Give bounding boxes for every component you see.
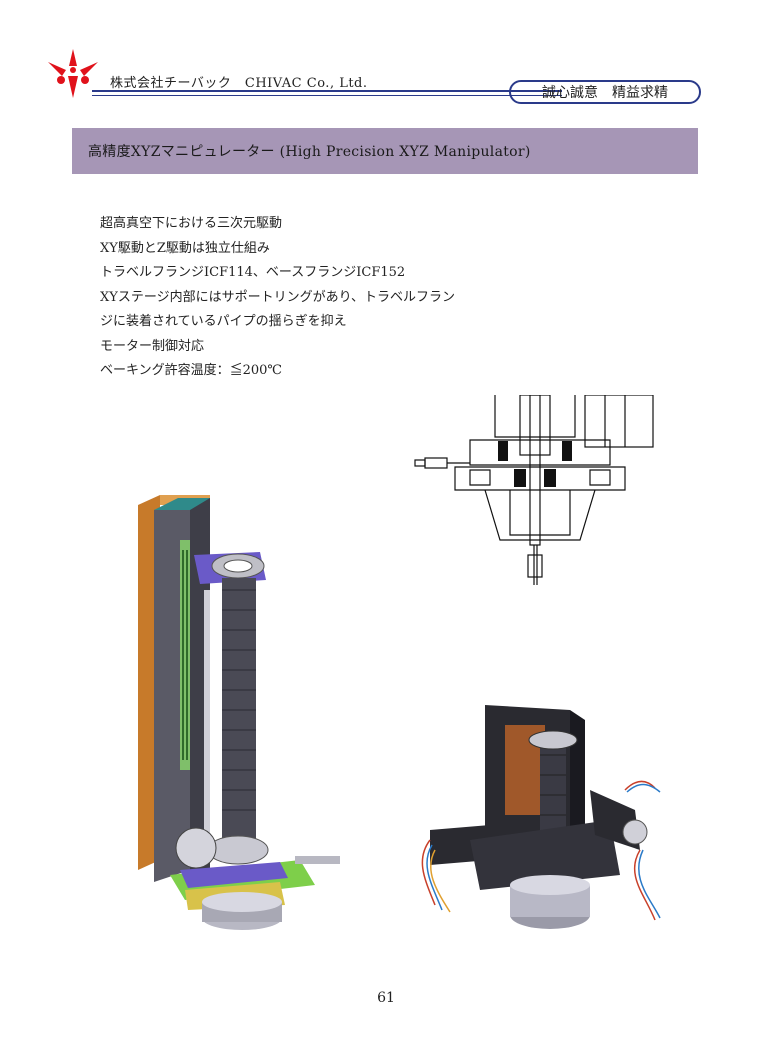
title-bar: 高精度XYZマニピュレーター (High Precision XYZ Manip…: [72, 128, 698, 174]
feature-item: モーター制御対応: [100, 338, 205, 354]
motto-badge: 誠心誠意 精益求精: [509, 80, 701, 104]
feature-item: 超高真空下における三次元駆動: [100, 216, 283, 231]
header-rule-thick: [92, 90, 562, 92]
xyz-manipulator-render: [138, 495, 340, 930]
company-name: 株式会社チーバック CHIVAC Co., Ltd.: [110, 76, 368, 91]
manipulator-cross-section-drawing: [414, 395, 654, 585]
chivac-logo-icon: [48, 49, 98, 98]
feature-item: ベーキング許容温度：≦200℃: [100, 363, 282, 378]
feature-item: トラベルフランジICF114、ベースフランジICF152: [100, 265, 406, 280]
page-title: 高精度XYZマニピュレーター (High Precision XYZ Manip…: [88, 144, 531, 160]
motorized-manipulator-render: [421, 705, 661, 929]
header-rule-thin: [92, 95, 562, 96]
feature-item: XYステージ内部にはサポートリングがあり、トラベルフラン: [100, 289, 456, 305]
feature-item: ジに装着されているパイプの揺らぎを抑え: [100, 314, 347, 329]
page-number: 61: [377, 990, 395, 1006]
feature-list: 超高真空下における三次元駆動 XY駆動とZ駆動は独立仕組み トラベルフランジIC…: [100, 212, 455, 384]
feature-item: XY駆動とZ駆動は独立仕組み: [100, 240, 270, 256]
